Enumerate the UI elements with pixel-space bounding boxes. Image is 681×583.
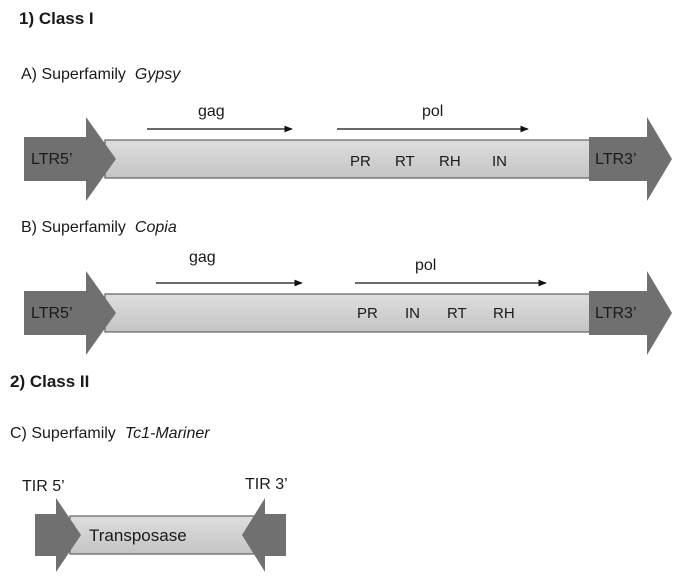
mariner-name: Tc1-Mariner: [125, 425, 210, 442]
copia-title: B) Superfamily Copia: [21, 219, 177, 236]
gypsy-ltr3-label: LTR3’: [595, 151, 637, 168]
mariner-tir5-arrow: [35, 498, 81, 572]
gypsy-element-body: [104, 139, 593, 179]
class2-heading: 2) Class II: [10, 372, 89, 391]
gypsy-gag-label: gag: [198, 103, 225, 120]
gypsy-title: A) Superfamily Gypsy: [21, 66, 181, 83]
copia-domain-rt: RT: [447, 305, 467, 322]
mariner-tir5-label: TIR 5’: [22, 478, 65, 495]
gypsy-prefix: A) Superfamily: [21, 66, 126, 83]
copia-name: Copia: [135, 219, 177, 236]
copia-ltr3-label: LTR3’: [595, 305, 637, 322]
gypsy-domain-rh: RH: [439, 153, 461, 170]
mariner-tir3-label: TIR 3’: [245, 476, 288, 493]
gypsy-domain-pr: PR: [350, 153, 371, 170]
copia-ltr5-arrow: [24, 271, 116, 355]
mariner-title: C) Superfamily Tc1-Mariner: [10, 425, 210, 442]
copia-domain-pr: PR: [357, 305, 378, 322]
copia-domain-in: IN: [405, 305, 420, 322]
gypsy-ltr5-arrow: [24, 117, 116, 201]
copia-gag-label: gag: [189, 249, 216, 266]
gypsy-domain-rt: RT: [395, 153, 415, 170]
gypsy-ltr3-arrow: [589, 117, 672, 201]
copia-prefix: B) Superfamily: [21, 219, 126, 236]
mariner-prefix: C) Superfamily: [10, 425, 116, 442]
copia-domain-rh: RH: [493, 305, 515, 322]
gypsy-name: Gypsy: [135, 66, 181, 83]
mariner-tir3-arrow: [242, 498, 286, 572]
copia-ltr5-label: LTR5’: [31, 305, 73, 322]
mariner-transposase-label: Transposase: [89, 526, 187, 545]
gypsy-ltr5-label: LTR5’: [31, 151, 73, 168]
class1-heading: 1) Class I: [19, 9, 94, 28]
gypsy-pol-label: pol: [422, 103, 443, 120]
gypsy-domain-in: IN: [492, 153, 507, 170]
copia-pol-label: pol: [415, 257, 436, 274]
copia-ltr3-arrow: [589, 271, 672, 355]
copia-element-body: [104, 293, 593, 333]
